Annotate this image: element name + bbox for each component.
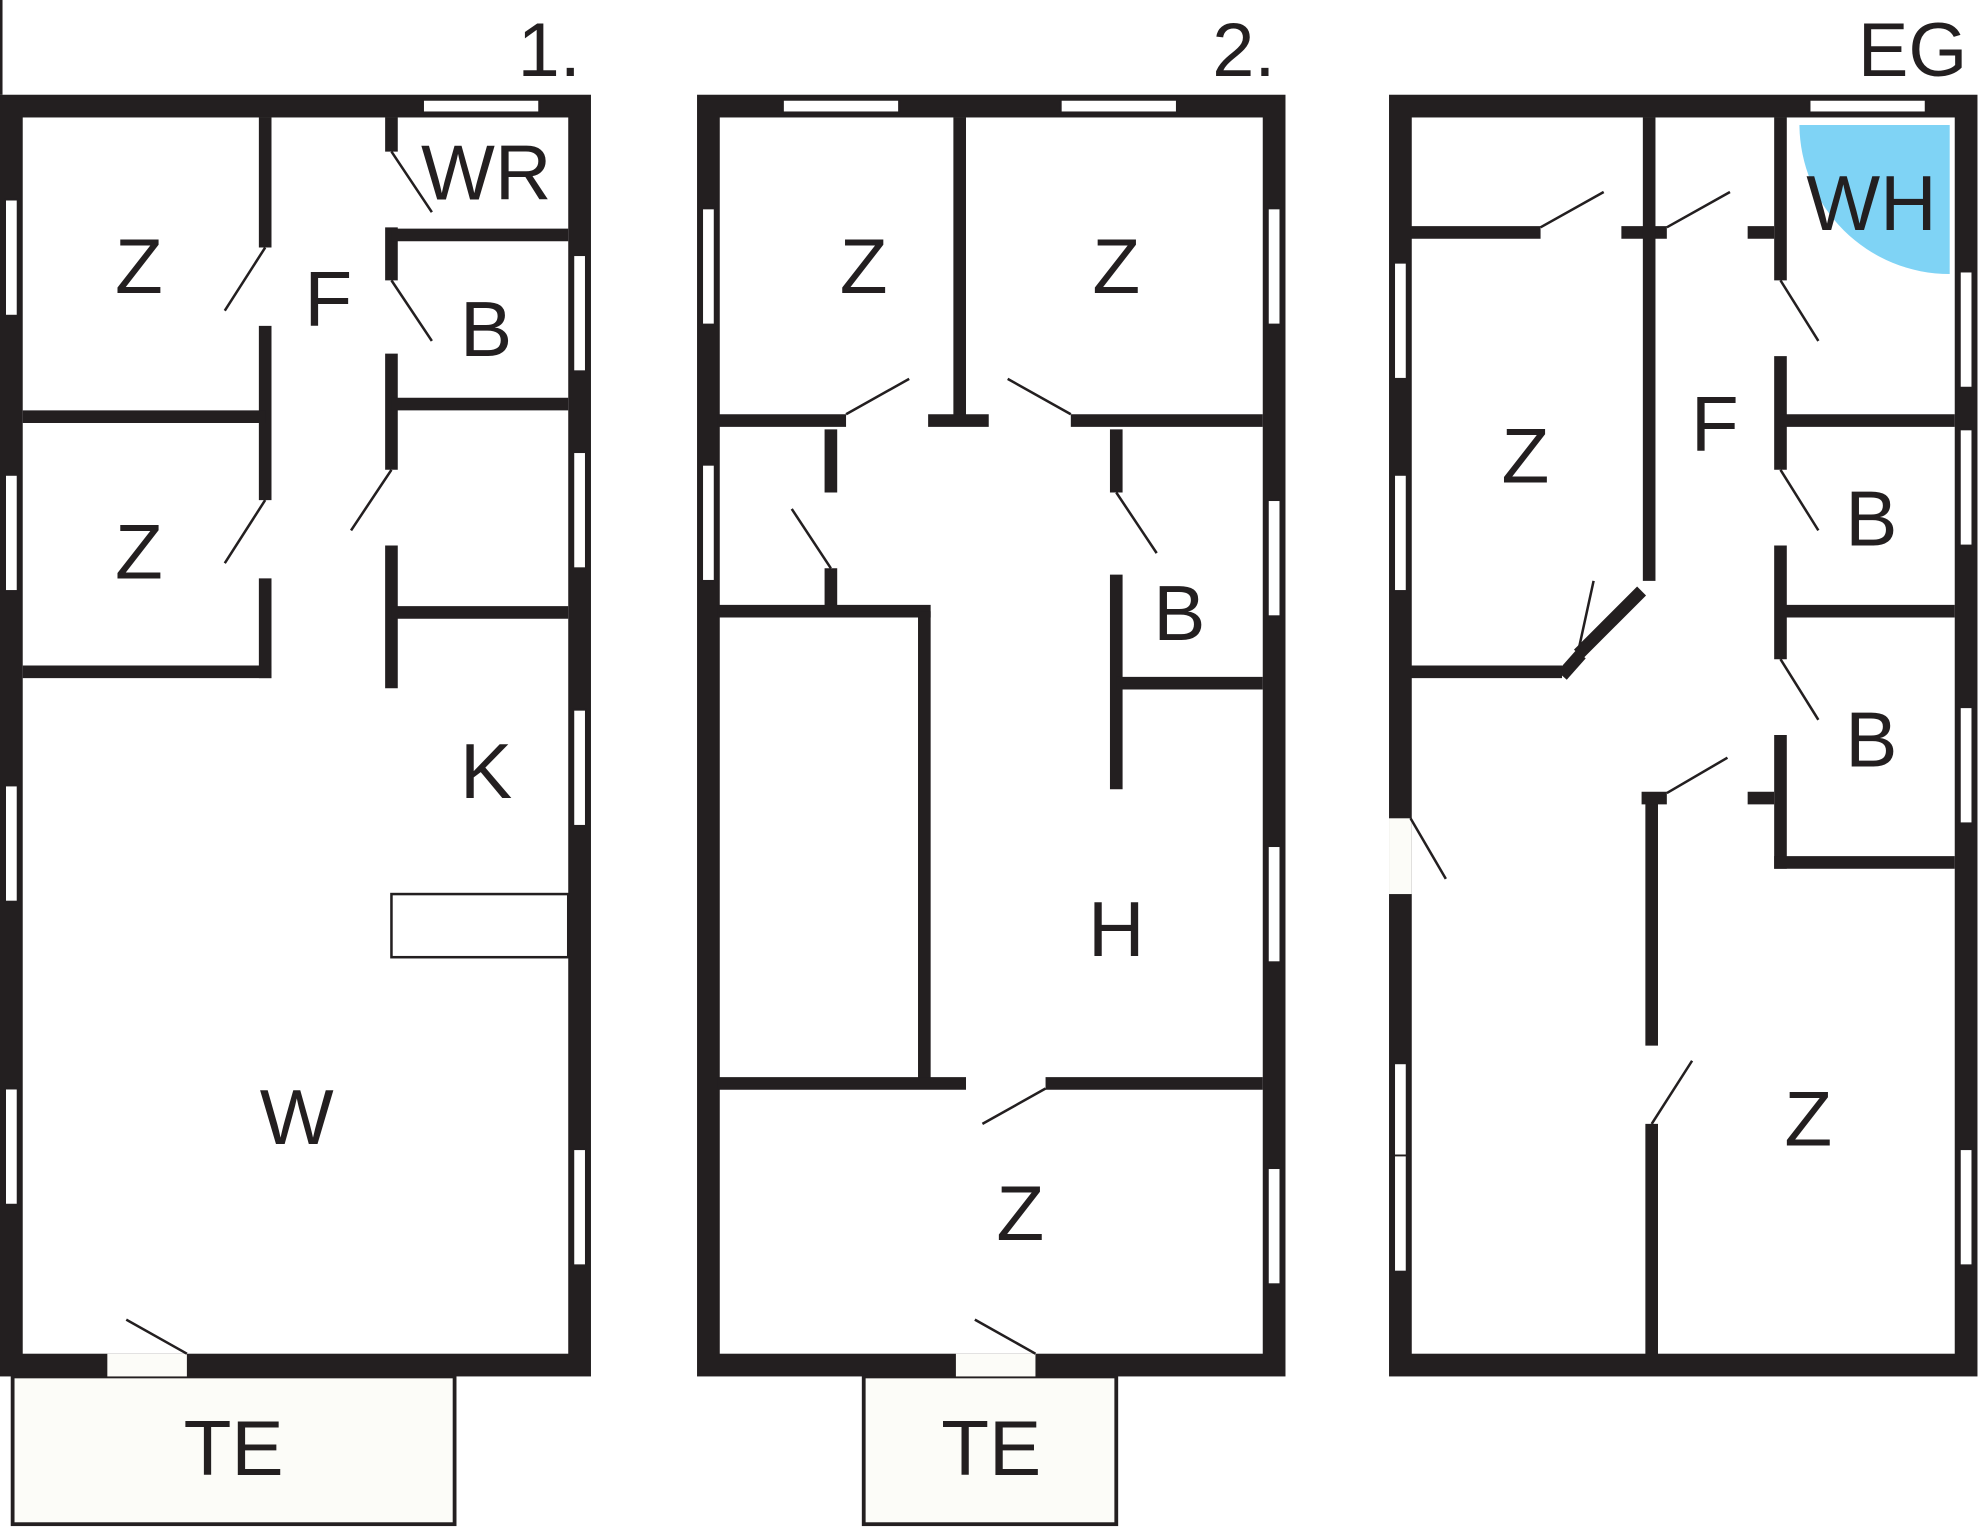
windows: [1393, 98, 1974, 1273]
plan-title: EG: [1858, 8, 1967, 93]
room-label: F: [1691, 380, 1739, 468]
room-label: W: [260, 1073, 334, 1161]
terrace: [10, 1374, 457, 1527]
plan-2: 2. Z Z B H Z TE: [697, 8, 1286, 1527]
kitchen-counter: [390, 892, 570, 959]
room-label: B: [1845, 475, 1897, 563]
room-label: Z: [1092, 222, 1140, 310]
wet-area: [1799, 125, 1950, 275]
room-label: B: [460, 285, 512, 373]
room-label: WR: [421, 129, 551, 217]
room-label: Z: [115, 507, 163, 595]
room-label: Z: [996, 1169, 1044, 1257]
plan-1: 1. Z Z F WR B K W TE: [0, 8, 591, 1527]
room-label: WH: [1806, 159, 1936, 247]
room-label: Z: [1501, 411, 1549, 499]
room-label: F: [304, 255, 352, 343]
room-label: K: [460, 727, 512, 815]
room-label: Z: [115, 222, 163, 310]
plan-eg: EG WH Z F B B Z: [1389, 8, 1978, 1377]
plan-title: 1.: [518, 8, 581, 93]
plan-title: 2.: [1212, 8, 1275, 93]
room-label: TE: [184, 1404, 284, 1492]
room-label: B: [1845, 696, 1897, 784]
windows: [701, 98, 1282, 1286]
windows: [4, 98, 587, 1267]
room-label: Z: [1784, 1074, 1832, 1162]
room-label: H: [1088, 885, 1145, 973]
room-label: Z: [840, 222, 888, 310]
room-label: TE: [941, 1404, 1041, 1492]
room-label: B: [1153, 569, 1205, 657]
